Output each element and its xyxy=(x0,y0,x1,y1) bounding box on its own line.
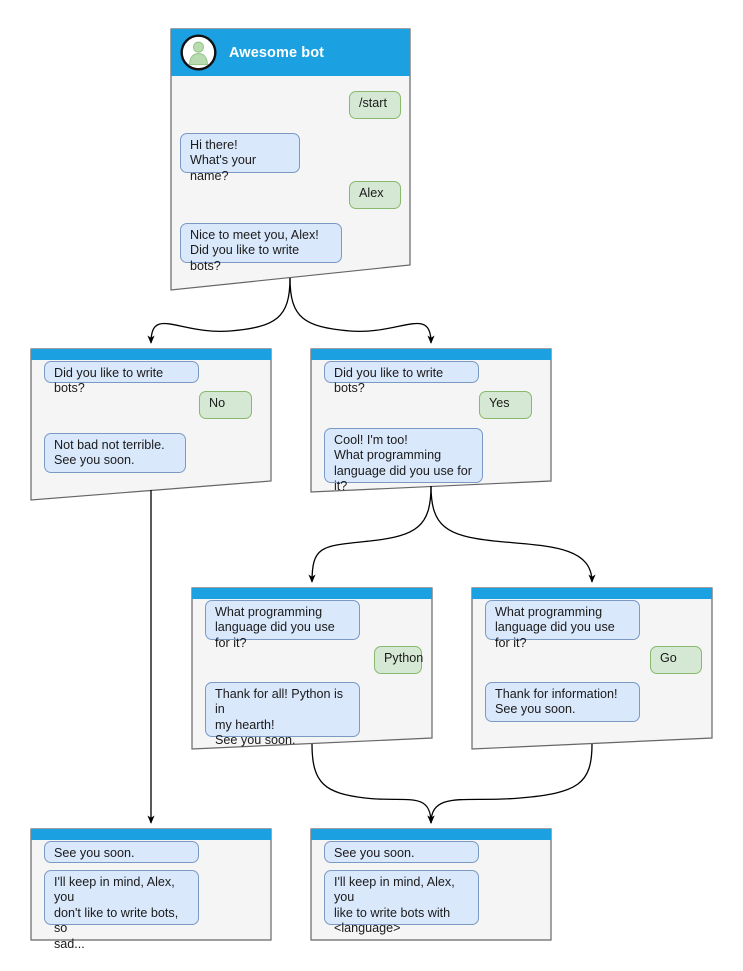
edge-go-to-end-happy xyxy=(427,743,593,824)
message-bubble-bot[interactable]: Cool! I'm too! What programming language… xyxy=(324,428,483,493)
message-bubble-bot[interactable]: Thank for information! See you soon. xyxy=(485,682,640,722)
card-header-python-branch xyxy=(192,588,432,599)
message-bubble-user[interactable]: /start xyxy=(349,91,401,119)
message-bubble-bot[interactable]: What programming language did you use fo… xyxy=(205,600,360,650)
card-body-no-branch: Did you like to write bots? No Not bad n… xyxy=(31,349,271,500)
chat-card-go-branch[interactable]: What programming language did you use fo… xyxy=(472,588,712,749)
card-body-end-happy: See you soon. I'll keep in mind, Alex, y… xyxy=(311,829,551,940)
message-bubble-bot[interactable]: Did you like to write bots? xyxy=(44,361,199,395)
message-bubble-bot[interactable]: Not bad not terrible. See you soon. xyxy=(44,433,186,473)
edge-yes-to-go xyxy=(430,485,596,583)
message-bubble-bot[interactable]: Did you like to write bots? xyxy=(324,361,479,395)
card-body-go-branch: What programming language did you use fo… xyxy=(472,588,712,749)
message-bubble-user[interactable]: Python xyxy=(374,646,423,674)
connectors xyxy=(147,277,596,824)
chat-card-yes-branch[interactable]: Did you like to write bots? Yes Cool! I'… xyxy=(311,349,551,493)
chat-card-end-happy[interactable]: See you soon. I'll keep in mind, Alex, y… xyxy=(311,829,551,940)
card-body-end-sad: See you soon. I'll keep in mind, Alex, y… xyxy=(31,829,271,951)
message-bubble-bot[interactable]: I'll keep in mind, Alex, you don't like … xyxy=(44,870,199,951)
message-bubble-user[interactable]: Alex xyxy=(349,181,401,209)
message-bubble-bot[interactable]: Hi there! What's your name? xyxy=(180,133,300,183)
chat-card-no-branch[interactable]: Did you like to write bots? No Not bad n… xyxy=(31,349,271,500)
message-bubble-bot[interactable]: See you soon. xyxy=(44,841,199,863)
card-body-start: /start Hi there! What's your name? Alex … xyxy=(171,29,410,290)
edge-yes-to-python xyxy=(308,485,432,583)
card-header-start: Awesome bot xyxy=(171,29,410,76)
message-bubble-user[interactable]: Yes xyxy=(479,391,532,419)
user-avatar-icon xyxy=(180,34,217,71)
chat-card-python-branch[interactable]: What programming language did you use fo… xyxy=(192,588,432,749)
chat-card-end-sad[interactable]: See you soon. I'll keep in mind, Alex, y… xyxy=(31,829,271,951)
card-header-no-branch xyxy=(31,349,271,360)
card-header-go-branch xyxy=(472,588,712,599)
bot-title: Awesome bot xyxy=(229,44,325,61)
message-bubble-bot[interactable]: Nice to meet you, Alex! Did you like to … xyxy=(180,223,342,273)
card-header-yes-branch xyxy=(311,349,551,360)
message-bubble-bot[interactable]: Thank for all! Python is in my hearth! S… xyxy=(205,682,360,747)
message-bubble-bot[interactable]: I'll keep in mind, Alex, you like to wri… xyxy=(324,870,479,935)
message-bubble-user[interactable]: No xyxy=(199,391,252,419)
card-header-end-happy xyxy=(311,829,551,840)
message-bubble-bot[interactable]: What programming language did you use fo… xyxy=(485,600,640,650)
edge-start-to-no xyxy=(147,277,291,344)
edge-python-to-end-happy xyxy=(311,743,435,824)
card-body-python-branch: What programming language did you use fo… xyxy=(192,588,432,749)
card-body-yes-branch: Did you like to write bots? Yes Cool! I'… xyxy=(311,349,551,493)
message-bubble-bot[interactable]: See you soon. xyxy=(324,841,479,863)
message-bubble-user[interactable]: Go xyxy=(650,646,702,674)
edge-start-to-yes xyxy=(289,277,435,344)
chat-card-start[interactable]: Awesome bot /start Hi there! What's your… xyxy=(171,29,410,290)
card-header-end-sad xyxy=(31,829,271,840)
